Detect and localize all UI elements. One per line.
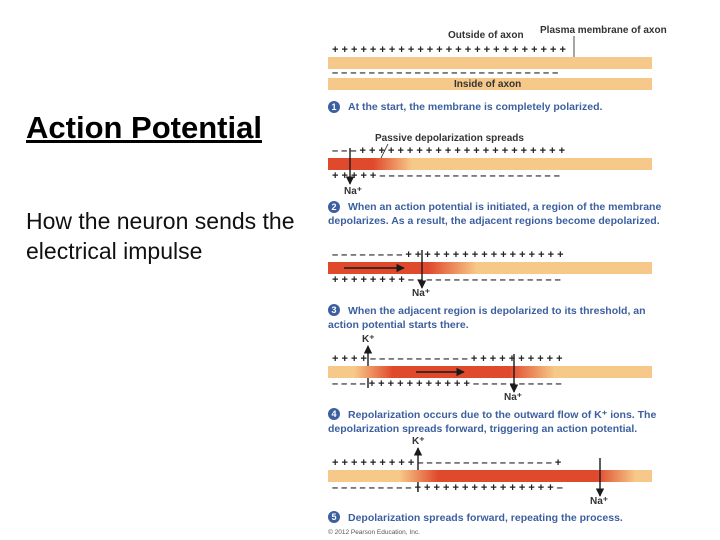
step-number: 4 [331,409,336,419]
action-potential-diagram: Outside of axon Plasma membrane of axon … [328,25,667,536]
passive-pointer [379,143,389,161]
step-badge [328,408,340,420]
membrane-band [328,158,652,170]
step-caption: action potential starts there. [328,319,469,331]
membrane-band [328,78,652,90]
step-badge [328,304,340,316]
outer-charges: – – – + + + + + + + + + + + + + + + + + … [332,145,565,157]
step-number: 1 [331,102,336,112]
step-badge [328,101,340,113]
k-ion-label: K⁺ [362,334,375,345]
label-plasma-membrane: Plasma membrane of axon [540,25,667,36]
membrane-band [328,366,652,378]
membrane-band [328,470,652,482]
step-number: 3 [331,305,336,315]
label-inside-of-axon: Inside of axon [454,79,521,90]
step-caption: depolarizes. As a result, the adjacent r… [328,215,660,227]
outer-charges: – – – – – – – – + + + + + + + + + + + + … [332,249,564,261]
step-badge [328,201,340,213]
outer-charges: + + + + – – – – – – – – – – – + + + + + … [332,353,563,365]
inner-charges: + + + + + + + + – – – – – – – – – – – – … [332,274,561,286]
na-ion-label: Na⁺ [504,392,522,403]
outer-charges: + + + + + + + + + – – – – – – – – – – – … [332,457,561,469]
inner-charges: – – – – – – – – – + + + + + + + + + + + … [332,482,563,494]
step-number: 5 [331,512,336,522]
na-ion-label: Na⁺ [412,288,430,299]
label-passive-depolarization: Passive depolarization spreads [375,133,524,144]
step-caption: depolarization spreads forward, triggeri… [328,423,637,435]
na-ion-label: Na⁺ [344,186,362,197]
inner-charges: – – – – + + + + + + + + + + + – – – – – … [332,378,562,390]
step-badge [328,511,340,523]
membrane-band [328,57,652,69]
step-caption: Depolarization spreads forward, repeatin… [348,512,623,524]
k-ion-label: K⁺ [412,436,425,447]
page-title: Action Potential [26,110,262,145]
outer-charges: + + + + + + + + + + + + + + + + + + + + … [332,44,566,56]
page-subtitle: How the neuron sends the electrical impu… [26,208,295,264]
inner-charges: – – – – – – – – – – – – – – – – – – – – … [332,67,558,79]
label-outside-of-axon: Outside of axon [448,30,524,41]
step-caption: Repolarization occurs due to the outward… [348,409,656,421]
membrane-band [328,262,652,274]
na-ion-label: Na⁺ [590,496,608,507]
step-number: 2 [331,202,336,212]
copyright-notice: © 2012 Pearson Education, Inc. [328,528,420,536]
step-caption: When an action potential is initiated, a… [348,201,661,213]
inner-charges: + + + + + – – – – – – – – – – – – – – – … [332,170,560,182]
step-caption: When the adjacent region is depolarized … [348,305,646,317]
step-caption: At the start, the membrane is completely… [348,101,602,113]
